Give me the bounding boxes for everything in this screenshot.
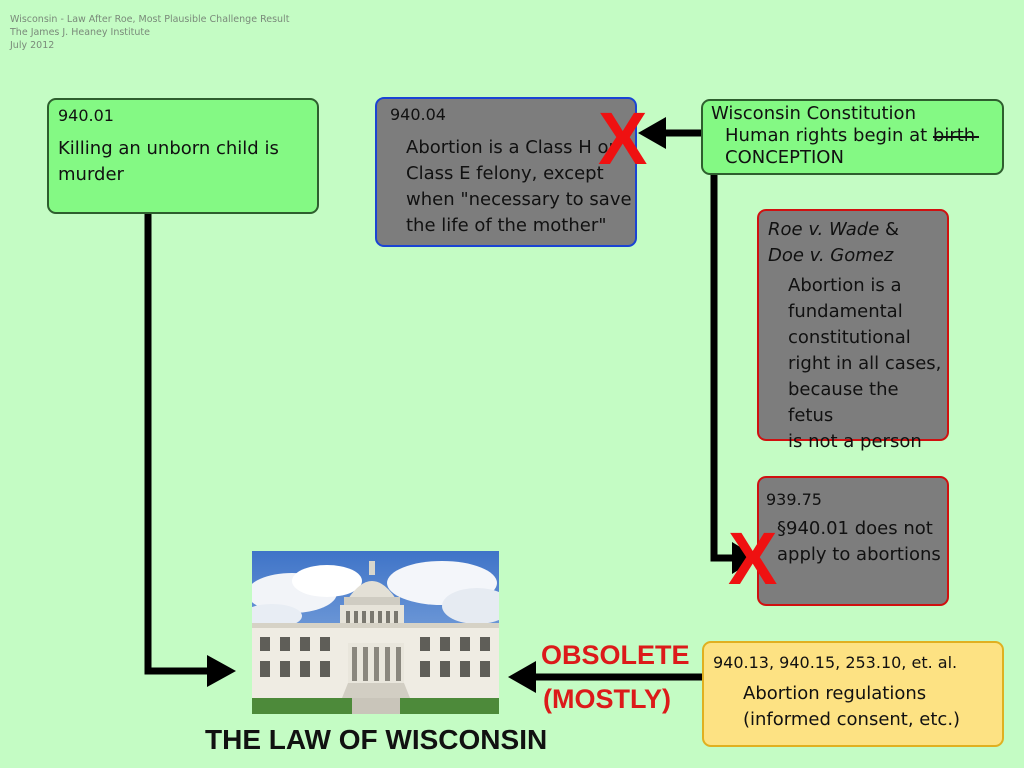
arrowhead-to-94004: [638, 117, 666, 149]
statute-text-line: when "necessary to save: [406, 189, 632, 210]
wisconsin-constitution-box: Wisconsin Constitution Human rights begi…: [701, 99, 1004, 175]
constitution-conception: CONCEPTION: [725, 147, 844, 168]
regulations-text: Abortion regulations (informed consent, …: [743, 681, 960, 733]
statute-text-line: §940.01 does not: [777, 518, 933, 539]
roe-v-wade-box: Roe v. Wade & Doe v. Gomez Abortion is a…: [757, 209, 949, 452]
x-mark-940-04: X: [598, 97, 648, 180]
constitution-title: Wisconsin Constitution: [711, 103, 916, 124]
case-ampersand: &: [879, 219, 900, 240]
statute-code: 939.75: [766, 490, 822, 509]
roe-text-line: Abortion is a: [788, 275, 902, 296]
roe-text-line: because the fetus: [788, 379, 899, 426]
roe-text-line: right in all cases,: [788, 353, 942, 374]
roe-text-line: fundamental: [788, 301, 903, 322]
constitution-text: Wisconsin Constitution Human rights begi…: [711, 103, 975, 169]
statute-code: 940.04: [390, 105, 446, 124]
regulations-text-line: Abortion regulations: [743, 683, 927, 704]
constitution-line-prefix: Human rights begin at: [725, 125, 933, 146]
statute-text-line: Killing an unborn child is: [58, 138, 279, 159]
case-line-1: Roe v. Wade &: [768, 217, 899, 243]
statute-code: 940.01: [58, 106, 114, 125]
obsolete-label: OBSOLETE: [541, 640, 690, 670]
roe-heading: Roe v. Wade & Doe v. Gomez: [768, 217, 899, 269]
mostly-label: (MOSTLY): [543, 684, 671, 714]
arrowhead-to-law-left: [207, 655, 236, 687]
struck-text: birth: [932, 125, 976, 146]
statute-939-75-box: 939.75 §940.01 does not apply to abortio…: [757, 476, 949, 606]
statute-code: 940.13, 940.15, 253.10, et. al.: [713, 653, 958, 672]
slide-header: Wisconsin - Law After Roe, Most Plausibl…: [10, 13, 289, 52]
statute-text-line: murder: [58, 164, 124, 185]
roe-text: Abortion is a fundamental constitutional…: [788, 273, 947, 455]
statute-940-04-box: 940.04 Abortion is a Class H or Class E …: [375, 97, 637, 247]
statute-text-line: the life of the mother": [406, 215, 607, 236]
statute-text-line: Abortion is a Class H or: [406, 137, 616, 158]
slide-date: July 2012: [10, 40, 55, 51]
statute-text: §940.01 does not apply to abortions: [777, 516, 941, 568]
statute-text: Killing an unborn child is murder: [58, 136, 279, 188]
case-name-doe: Doe v. Gomez: [768, 245, 894, 266]
x-mark-939-75: X: [728, 517, 778, 600]
wisconsin-capitol-image: [252, 551, 499, 714]
case-name-roe: Roe v. Wade: [768, 219, 880, 240]
slide-author: The James J. Heaney Institute: [10, 27, 150, 38]
constitution-line: Human rights begin at birth: [711, 125, 975, 147]
roe-text-line: constitutional: [788, 327, 911, 348]
regulations-text-line: (informed consent, etc.): [743, 709, 961, 730]
connector-constitution-to-93975: [710, 175, 735, 562]
statute-text-line: Class E felony, except: [406, 163, 604, 184]
arrowhead-to-93975: [732, 542, 758, 574]
slide-title: Wisconsin - Law After Roe, Most Plausibl…: [10, 14, 290, 25]
statute-text-line: apply to abortions: [777, 544, 941, 565]
connector-94001-to-law: [144, 214, 210, 675]
abortion-regulations-box: 940.13, 940.15, 253.10, et. al. Abortion…: [702, 641, 1004, 747]
statute-940-01-box: 940.01 Killing an unborn child is murder: [47, 98, 319, 214]
law-of-wisconsin-caption: THE LAW OF WISCONSIN: [205, 724, 548, 755]
statute-text: Abortion is a Class H or Class E felony,…: [406, 135, 632, 239]
arrowhead-to-law-right: [508, 661, 536, 693]
roe-text-line: is not a person: [788, 431, 922, 452]
